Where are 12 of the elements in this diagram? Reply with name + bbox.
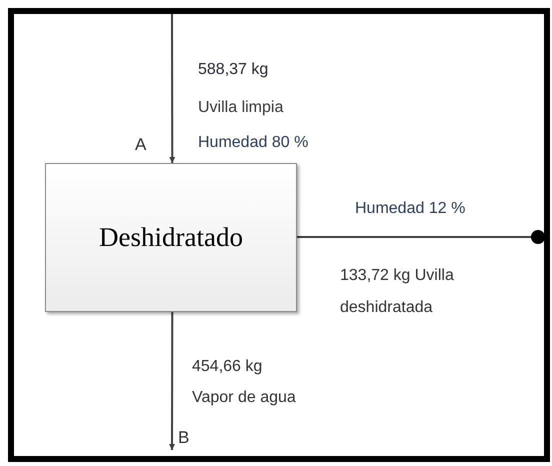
process-label: Deshidratado — [99, 221, 243, 254]
stream-label: B — [178, 424, 200, 452]
flow-label: Humedad 12 % — [355, 200, 466, 217]
flow-label: 588,37 kg — [198, 61, 268, 78]
flow-label: Uvilla limpia — [198, 99, 284, 116]
arrow — [169, 312, 175, 450]
arrow — [169, 14, 176, 163]
flow-label: Vapor de agua — [192, 389, 296, 406]
stream-label: A — [135, 134, 146, 156]
flow-label: 133,72 kg Uvilla deshidratada — [340, 267, 454, 316]
flow-label: 454,66 kg — [192, 358, 262, 375]
flow-label: Humedad 80 % — [198, 134, 308, 151]
